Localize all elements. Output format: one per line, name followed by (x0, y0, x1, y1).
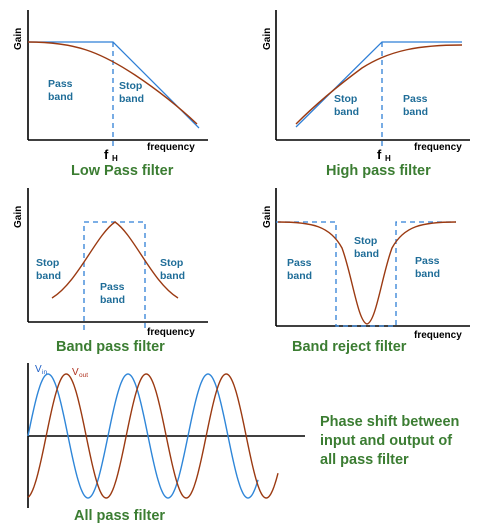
vin-label: V (35, 364, 42, 375)
band-pass-pass-label-2: band (100, 294, 125, 306)
band-pass-frequency-label: frequency (147, 327, 195, 338)
band-reject-stop-label-2: band (354, 248, 379, 260)
vin-subscript: in (42, 369, 47, 376)
low-pass-pass-label-2: band (48, 91, 73, 103)
band-pass-stop-left-label-1: Stop (36, 257, 59, 269)
low-pass-actual-response (27, 41, 198, 125)
low-pass-pass-label-1: Pass (48, 78, 73, 90)
band-reject-pass-right-label-1: Pass (415, 255, 440, 267)
low-pass-frequency-label: frequency (147, 142, 195, 153)
all-pass-caption-line-3: all pass filter (320, 452, 409, 468)
low-pass-stop-label-1: Stop (119, 80, 142, 92)
low-pass-panel: Gain frequency Pass band Stop band f H L… (13, 10, 208, 179)
all-pass-panel: V in V out Phase shift between input and… (27, 363, 459, 524)
band-reject-gain-label: Gain (262, 206, 273, 228)
all-pass-caption-line-2: input and output of (320, 433, 452, 449)
high-pass-fh-label: f (377, 147, 382, 162)
band-pass-title: Band pass filter (56, 339, 165, 355)
low-pass-stop-label-2: band (119, 93, 144, 105)
high-pass-pass-label-2: band (403, 106, 428, 118)
band-reject-title: Band reject filter (292, 339, 407, 355)
band-pass-stop-right-label-1: Stop (160, 257, 183, 269)
low-pass-title: Low Pass filter (71, 163, 174, 179)
vout-waveform (27, 373, 279, 499)
vin-waveform (27, 373, 259, 499)
vout-label: V (72, 367, 79, 378)
high-pass-actual-response (295, 44, 463, 125)
band-reject-stop-label-1: Stop (354, 235, 377, 247)
band-pass-stop-left-label-2: band (36, 270, 61, 282)
band-reject-actual-response (277, 221, 457, 325)
high-pass-panel: Gain frequency Stop band Pass band f H H… (262, 10, 470, 179)
high-pass-frequency-label: frequency (414, 142, 462, 153)
band-reject-ideal-response (276, 221, 456, 327)
band-pass-pass-label-1: Pass (100, 281, 125, 293)
band-pass-gain-label: Gain (13, 206, 24, 228)
low-pass-gain-label: Gain (13, 28, 24, 50)
band-pass-stop-right-label-2: band (160, 270, 185, 282)
high-pass-title: High pass filter (326, 163, 431, 179)
high-pass-pass-label-1: Pass (403, 93, 428, 105)
high-pass-gain-label: Gain (262, 28, 273, 50)
band-reject-frequency-label: frequency (414, 330, 462, 341)
low-pass-fh-subscript: H (112, 154, 118, 163)
band-pass-actual-response (51, 221, 179, 299)
high-pass-stop-label-1: Stop (334, 93, 357, 105)
band-reject-pass-left-label-2: band (287, 270, 312, 282)
all-pass-caption-line-1: Phase shift between (320, 414, 459, 430)
low-pass-fh-label: f (104, 147, 109, 162)
all-pass-title: All pass filter (74, 508, 165, 524)
high-pass-fh-subscript: H (385, 154, 391, 163)
low-pass-ideal-response (28, 41, 200, 129)
band-reject-pass-left-label-1: Pass (287, 257, 312, 269)
high-pass-stop-label-2: band (334, 106, 359, 118)
band-reject-panel: Gain frequency Pass band Stop band Pass … (262, 188, 470, 355)
vout-subscript: out (79, 372, 88, 379)
band-pass-ideal-response (83, 221, 146, 330)
high-pass-ideal-response (295, 41, 462, 128)
band-pass-panel: Gain frequency Stop band Pass band Stop … (13, 188, 208, 355)
band-reject-pass-right-label-2: band (415, 268, 440, 280)
